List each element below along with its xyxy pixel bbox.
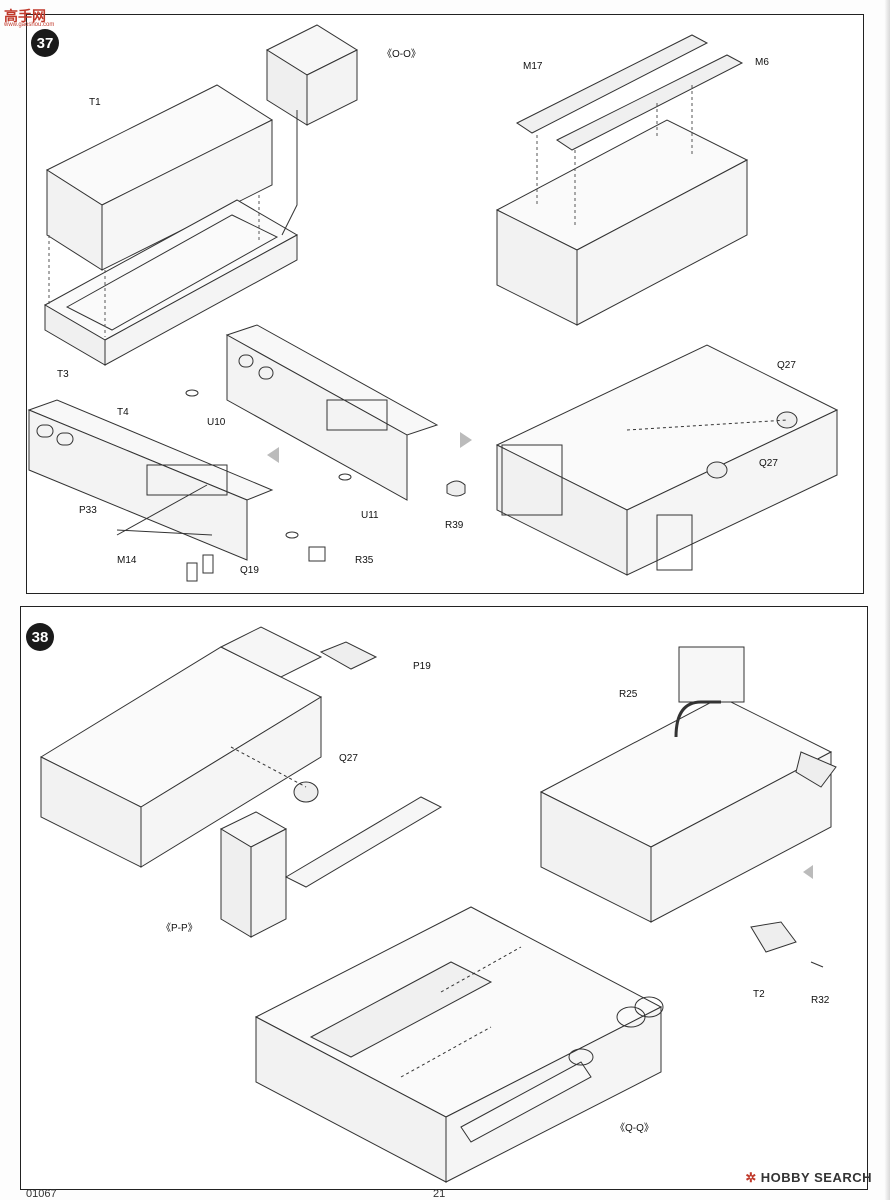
label-q19: Q19 — [240, 565, 259, 576]
hobby-search-logo-icon: ✲ — [745, 1170, 757, 1185]
label-q27-a: Q27 — [777, 360, 796, 371]
part-pp-unit — [219, 796, 443, 938]
label-r35: R35 — [355, 555, 374, 566]
label-u10: U10 — [207, 417, 226, 428]
label-pp: 《P-P》 — [161, 923, 198, 934]
label-qq: 《Q-Q》 — [615, 1123, 654, 1134]
label-r25: R25 — [619, 689, 638, 700]
label-u11: U11 — [361, 510, 379, 521]
direction-arrows-38 — [803, 865, 813, 879]
site-logo: 高手网 www.gaoshou.com — [4, 6, 54, 28]
label-oo: 《O-O》 — [382, 49, 421, 60]
part-middle-wall — [225, 324, 439, 501]
site-logo-subtext: www.gaoshou.com — [4, 22, 55, 28]
label-t1: T1 — [89, 97, 101, 108]
site-logo-text: 高手网 — [4, 8, 46, 24]
part-t4-wall — [27, 399, 274, 561]
part-upper-assembly — [495, 34, 749, 326]
part-upper-right-assembly — [539, 646, 837, 923]
label-q27-b: Q27 — [759, 458, 778, 469]
step-38-panel: 38 P19 Q27 《P-P》 R25 T2 R32 《Q-Q》 — [20, 606, 868, 1190]
part-t2 — [750, 921, 824, 968]
label-t2: T2 — [753, 989, 765, 1000]
hobby-search-watermark: ✲HOBBY SEARCH — [745, 1170, 872, 1186]
label-p19: P19 — [413, 661, 431, 672]
label-p33: P33 — [79, 505, 97, 516]
step-38-badge: 38 — [26, 623, 54, 651]
label-m17: M17 — [523, 61, 543, 72]
step-37-drawing — [27, 24, 839, 582]
label-m14: M14 — [117, 555, 137, 566]
hobby-search-text: HOBBY SEARCH — [760, 1170, 872, 1185]
label-q27: Q27 — [339, 753, 358, 764]
label-r32: R32 — [811, 995, 830, 1006]
part-lower-right-assembly — [495, 344, 839, 576]
label-m6: M6 — [755, 57, 769, 68]
part-upper-left-assembly — [39, 626, 378, 868]
part-bottom-assembly — [254, 906, 664, 1183]
direction-arrows — [267, 432, 472, 463]
page-edge-shadow — [884, 0, 890, 1200]
label-t3: T3 — [57, 369, 69, 380]
step-37-panel: 37 《O-O》 T1 T3 T4 M17 M6 U10 U11 P33 M14… — [26, 14, 864, 594]
page-number: 21 — [433, 1188, 446, 1200]
part-t1-box — [45, 84, 274, 271]
label-r39: R39 — [445, 520, 464, 531]
part-t3-tray — [43, 199, 299, 366]
part-oo-assembly — [265, 24, 359, 236]
step-38-drawing — [39, 626, 837, 1183]
footer-code: 01067 — [26, 1188, 57, 1200]
small-parts — [185, 389, 466, 582]
label-t4: T4 — [117, 407, 129, 418]
step-37-badge: 37 — [31, 29, 59, 57]
